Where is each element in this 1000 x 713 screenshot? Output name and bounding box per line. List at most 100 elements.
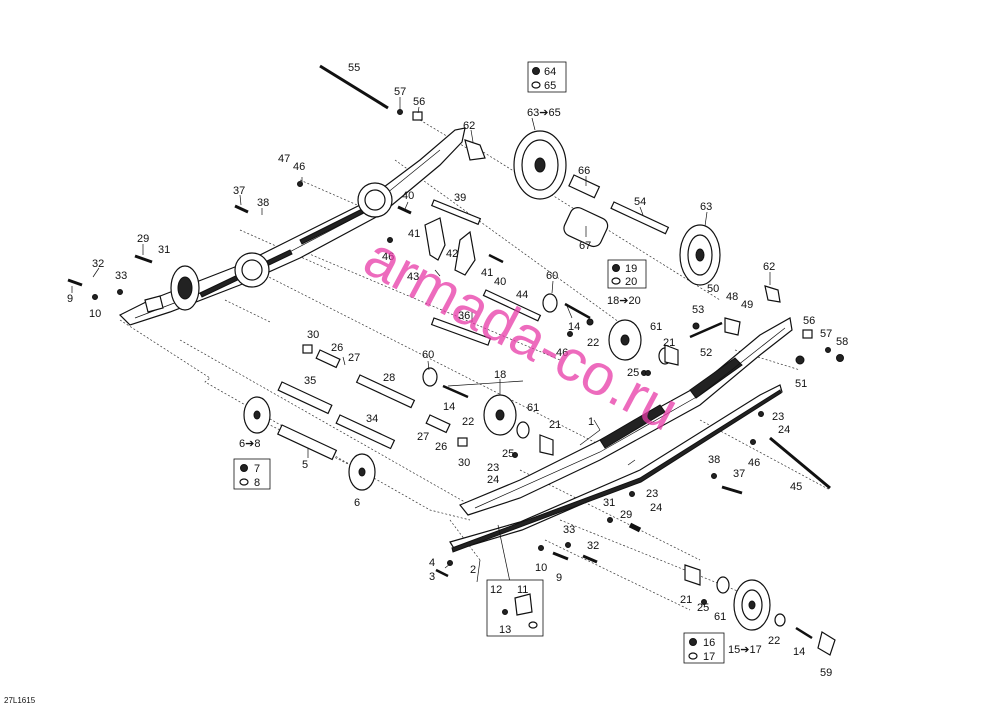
part-label: 56 <box>803 315 815 327</box>
part-label: 56 <box>413 96 425 108</box>
part-label: 9 <box>67 293 73 305</box>
part-label: 38 <box>708 454 720 466</box>
part-label: 24 <box>778 424 790 436</box>
part-label: 50 <box>707 283 719 295</box>
right-rail-assembly <box>449 317 793 553</box>
part-label: 14 <box>568 321 580 333</box>
part-label: 9 <box>556 572 562 584</box>
part-label: 63 <box>700 201 712 213</box>
callout-item: 12 <box>490 584 502 596</box>
part-label: 30 <box>458 457 470 469</box>
part-label: 5 <box>302 459 308 471</box>
part-label: 66 <box>578 165 590 177</box>
part-label: 60 <box>546 270 558 282</box>
part-label: 46 <box>556 347 568 359</box>
part-label: 51 <box>795 378 807 390</box>
callout-kit-left: 7 8 6➔8 <box>233 438 271 490</box>
part-label: 29 <box>137 233 149 245</box>
callout-item: 16 <box>703 637 715 649</box>
part-label: 4 <box>429 557 435 569</box>
part-label: 28 <box>383 372 395 384</box>
part-label: 6 <box>354 497 360 509</box>
part-label: 46 <box>293 161 305 173</box>
callout-item: 65 <box>544 80 556 92</box>
part-label: 29 <box>620 509 632 521</box>
part-label: 53 <box>692 304 704 316</box>
part-label: 2 <box>470 564 476 576</box>
part-label: 41 <box>408 228 420 240</box>
part-label: 36 <box>458 310 470 322</box>
part-label: 46 <box>382 251 394 263</box>
part-label: 25 <box>627 367 639 379</box>
part-label: 30 <box>307 329 319 341</box>
callout-kit-bottom: 16 17 15➔17 <box>683 632 762 664</box>
part-label: 14 <box>443 401 455 413</box>
leader-lines <box>71 97 771 583</box>
part-label: 22 <box>462 416 474 428</box>
part-label: 55 <box>348 62 360 74</box>
part-label: 54 <box>634 196 646 208</box>
part-label: 52 <box>700 347 712 359</box>
part-label: 60 <box>422 349 434 361</box>
callout-item: 20 <box>625 276 637 288</box>
part-label: 24 <box>487 474 499 486</box>
callout-item: 11 <box>517 584 528 596</box>
part-label: 25 <box>697 602 709 614</box>
callout-item: 7 <box>254 463 260 475</box>
part-label: 27 <box>417 431 429 443</box>
part-label: 14 <box>793 646 805 658</box>
leader-line <box>593 419 601 431</box>
part-label: 24 <box>650 502 662 514</box>
part-label: 40 <box>494 276 506 288</box>
part-label: 58 <box>836 336 848 348</box>
part-label: 57 <box>394 86 406 98</box>
part-label: 34 <box>366 413 378 425</box>
part-label: 21 <box>663 337 675 349</box>
part-label: 27 <box>348 352 360 364</box>
part-label: 33 <box>563 524 575 536</box>
callout-item: 13 <box>499 624 511 636</box>
part-label: 26 <box>435 441 447 453</box>
part-label: 23 <box>772 411 784 423</box>
part-label: 38 <box>257 197 269 209</box>
part-label: 43 <box>407 271 419 283</box>
part-label: 46 <box>748 457 760 469</box>
part-label: 41 <box>481 267 493 279</box>
part-label: 32 <box>92 258 104 270</box>
part-label: 57 <box>820 328 832 340</box>
part-label: 42 <box>446 248 458 260</box>
callout-arrow-label: 6➔8 <box>239 438 260 450</box>
part-label: 31 <box>158 244 170 256</box>
shafts <box>276 64 831 490</box>
part-label: 25 <box>502 448 514 460</box>
part-label: 62 <box>463 120 475 132</box>
part-label: 44 <box>516 289 528 301</box>
part-label: 1 <box>588 416 594 428</box>
part-label: 61 <box>650 321 662 333</box>
part-label: 22 <box>587 337 599 349</box>
part-label: 10 <box>535 562 547 574</box>
part-label: 59 <box>820 667 832 679</box>
drawing-code: 27L1615 <box>4 696 36 705</box>
part-label: 67 <box>579 240 591 252</box>
part-label: 39 <box>454 192 466 204</box>
part-label: 32 <box>587 540 599 552</box>
part-label: 37 <box>733 468 745 480</box>
part-label: 49 <box>741 299 753 311</box>
callout-arrow-label: 18➔20 <box>607 295 641 307</box>
part-label: 45 <box>790 481 802 493</box>
part-label: 62 <box>763 261 775 273</box>
callout-item: 8 <box>254 477 260 489</box>
wheels <box>243 130 786 631</box>
callout-arrow-label: 15➔17 <box>728 644 762 656</box>
callout-kit-top: 64 65 63➔65 <box>527 61 567 119</box>
part-label: 48 <box>726 291 738 303</box>
part-label: 31 <box>603 497 615 509</box>
part-label: 23 <box>646 488 658 500</box>
part-label: 3 <box>429 571 435 583</box>
part-label: 21 <box>680 594 692 606</box>
part-label: 61 <box>527 402 539 414</box>
part-label: 35 <box>304 375 316 387</box>
